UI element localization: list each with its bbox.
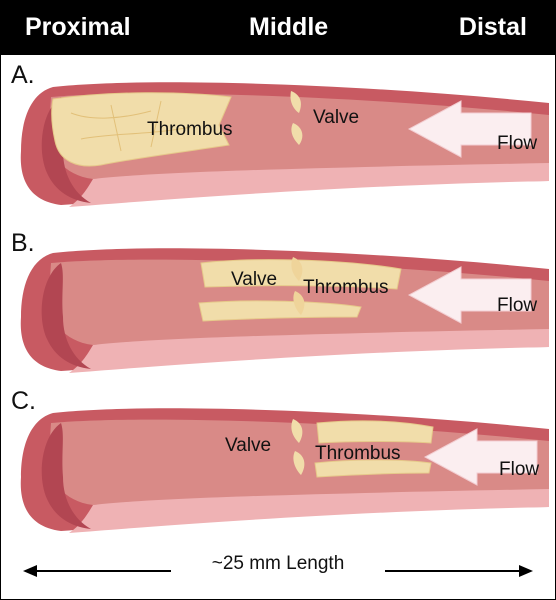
panel-a-flow-label: Flow [497, 133, 538, 154]
panel-a-label: A. [11, 61, 35, 89]
valve-leaflet-top [291, 419, 303, 443]
vessel-rim [41, 423, 91, 529]
header-distal: Distal [458, 13, 527, 41]
panel-a-thrombus-label: Thrombus [147, 119, 233, 140]
thrombus-lower [314, 459, 432, 478]
position-header: Proximal Middle Distal [1, 1, 555, 55]
valve-leaflet-top [290, 91, 301, 113]
thrombus-lower [198, 300, 362, 322]
panel-c-thrombus-label: Thrombus [315, 443, 401, 464]
panel-b-thrombus-label: Thrombus [303, 277, 389, 298]
vessel-lumen-floor [69, 163, 549, 207]
panel-b-label: B. [11, 229, 35, 257]
panel-b-flow-label: Flow [497, 295, 538, 316]
length-arrow [23, 565, 533, 577]
valve-leaflet-top [291, 257, 303, 281]
flow-arrow [423, 428, 538, 486]
valve-leaflet-bottom [293, 291, 305, 315]
valve-leaflet-bottom [293, 451, 305, 475]
panel-a-valve-label: Valve [313, 107, 360, 128]
flow-arrow [407, 266, 532, 324]
length-label: ~25 mm Length [211, 553, 345, 574]
vessel-lumen-floor [69, 329, 549, 373]
panel-c-vessel [20, 408, 550, 533]
thrombus [316, 420, 434, 444]
header-proximal: Proximal [25, 13, 131, 41]
vessel-rim [41, 263, 91, 369]
thrombus [51, 92, 232, 167]
panel-c-valve-label: Valve [225, 435, 272, 456]
flow-arrow [407, 100, 532, 158]
panel-c-label: C. [11, 387, 36, 415]
panel-c-flow-label: Flow [499, 459, 540, 480]
panel-b-vessel [20, 248, 550, 373]
panel-b-valve-label: Valve [231, 269, 278, 290]
valve-leaflet-bottom [291, 123, 303, 145]
header-middle: Middle [249, 13, 329, 41]
vessel-lumen-floor [69, 489, 549, 533]
panel-a-vessel [20, 82, 550, 207]
